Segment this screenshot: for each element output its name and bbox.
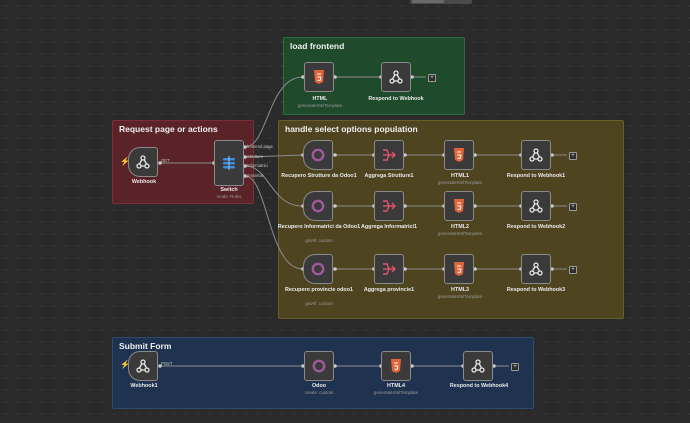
node-webhook[interactable] <box>128 147 158 177</box>
node-html[interactable] <box>304 62 334 92</box>
odoo-icon <box>311 262 325 276</box>
node-label: Respond to Webhook3 <box>506 287 566 293</box>
group-title: Submit Form <box>119 341 172 351</box>
node-odoo[interactable] <box>304 351 334 381</box>
node-recupero-informatrici[interactable] <box>303 191 333 221</box>
node-label: Aggrega Strutture1 <box>364 173 414 179</box>
node-subtitle: generateHtmlTemplate <box>437 231 483 236</box>
node-aggrega-provincie[interactable] <box>374 254 404 284</box>
html5-icon <box>391 359 401 373</box>
node-label: Recupero provincie odoo1 <box>285 287 353 293</box>
node-aggrega-informatrici[interactable] <box>374 191 404 221</box>
node-label: Respond to Webhook1 <box>506 173 566 179</box>
trigger-bolt-icon: ⚡ <box>120 360 130 369</box>
webhook-icon <box>529 262 543 276</box>
node-label: Recupero Informatrici da Odoo1 <box>277 224 361 230</box>
node-respond[interactable] <box>381 62 411 92</box>
node-subtitle: generateHtmlTemplate <box>437 180 483 185</box>
node-label: HTML3 <box>451 287 469 293</box>
node-label: Odoo <box>311 383 327 389</box>
switch-icon <box>223 156 235 170</box>
node-label: HTML1 <box>451 173 469 179</box>
node-label: Aggrega Informatrici1 <box>360 224 417 230</box>
group-title: handle select options population <box>285 124 418 134</box>
add-node-plus-icon[interactable]: + <box>428 74 436 82</box>
node-html3[interactable] <box>444 254 474 284</box>
add-node-plus-icon[interactable]: + <box>511 363 519 371</box>
aggregate-icon <box>383 200 396 212</box>
node-html2[interactable] <box>444 191 474 221</box>
add-node-plus-icon[interactable]: + <box>569 203 577 211</box>
trigger-bolt-icon: ⚡ <box>120 157 130 166</box>
odoo-icon <box>312 359 326 373</box>
node-respond2[interactable] <box>521 191 551 221</box>
node-label: Respond to Webhook2 <box>506 224 566 230</box>
node-label: Webhook1 <box>130 383 158 389</box>
switch-output-label: Informatrici <box>247 163 268 168</box>
node-subtitle: mode: Rules <box>216 194 242 199</box>
connection-label-post: POST <box>161 361 173 366</box>
html5-icon <box>454 199 464 213</box>
canvas-toolbar[interactable] <box>410 0 472 4</box>
node-subtitle: generateHtmlTemplate <box>373 390 419 395</box>
html5-icon <box>454 148 464 162</box>
webhook-icon <box>136 359 150 373</box>
node-label: HTML4 <box>387 383 405 389</box>
aggregate-icon <box>383 263 396 275</box>
node-subtitle: generateHtmlTemplate <box>297 103 343 108</box>
node-subtitle: generateHtmlTemplate <box>437 294 483 299</box>
group-title: Request page or actions <box>119 124 218 134</box>
node-html1[interactable] <box>444 140 474 170</box>
node-label: Switch <box>220 187 238 193</box>
node-label: Respond to Webhook4 <box>449 383 509 389</box>
odoo-icon <box>311 199 325 213</box>
node-recupero-provincie[interactable] <box>303 254 333 284</box>
odoo-icon <box>311 148 325 162</box>
switch-output-label: frontend page <box>247 144 273 149</box>
node-aggrega-strutture[interactable] <box>374 140 404 170</box>
node-label: Aggrega provincie1 <box>363 287 415 293</box>
node-label: Webhook <box>131 179 157 185</box>
switch-output-label: Strutture <box>247 154 264 159</box>
webhook-icon <box>471 359 485 373</box>
add-node-plus-icon[interactable]: + <box>569 266 577 274</box>
webhook-icon <box>389 70 403 84</box>
node-label: HTML2 <box>451 224 469 230</box>
node-subtitle: getAll: custom <box>305 238 333 243</box>
connection-label-get: GET <box>161 158 170 163</box>
add-node-plus-icon[interactable]: + <box>569 152 577 160</box>
webhook-icon <box>529 148 543 162</box>
node-label: Respond to Webhook <box>368 96 424 102</box>
node-recupero-strutture[interactable] <box>303 140 333 170</box>
html5-icon <box>314 70 324 84</box>
node-respond4[interactable] <box>463 351 493 381</box>
aggregate-icon <box>383 149 396 161</box>
node-label: Recupero Strutture da Odoo1 <box>281 173 357 179</box>
webhook-icon <box>136 155 150 169</box>
node-subtitle: getAll: custom <box>305 301 333 306</box>
node-respond3[interactable] <box>521 254 551 284</box>
webhook-icon <box>529 199 543 213</box>
node-html4[interactable] <box>381 351 411 381</box>
node-webhook1[interactable] <box>128 351 158 381</box>
node-label: HTML <box>312 96 328 102</box>
html5-icon <box>454 262 464 276</box>
group-title: load frontend <box>290 41 345 51</box>
node-subtitle: create: custom <box>304 390 334 395</box>
node-respond1[interactable] <box>521 140 551 170</box>
switch-output-label: provincie <box>247 173 264 178</box>
node-switch[interactable] <box>214 140 244 186</box>
